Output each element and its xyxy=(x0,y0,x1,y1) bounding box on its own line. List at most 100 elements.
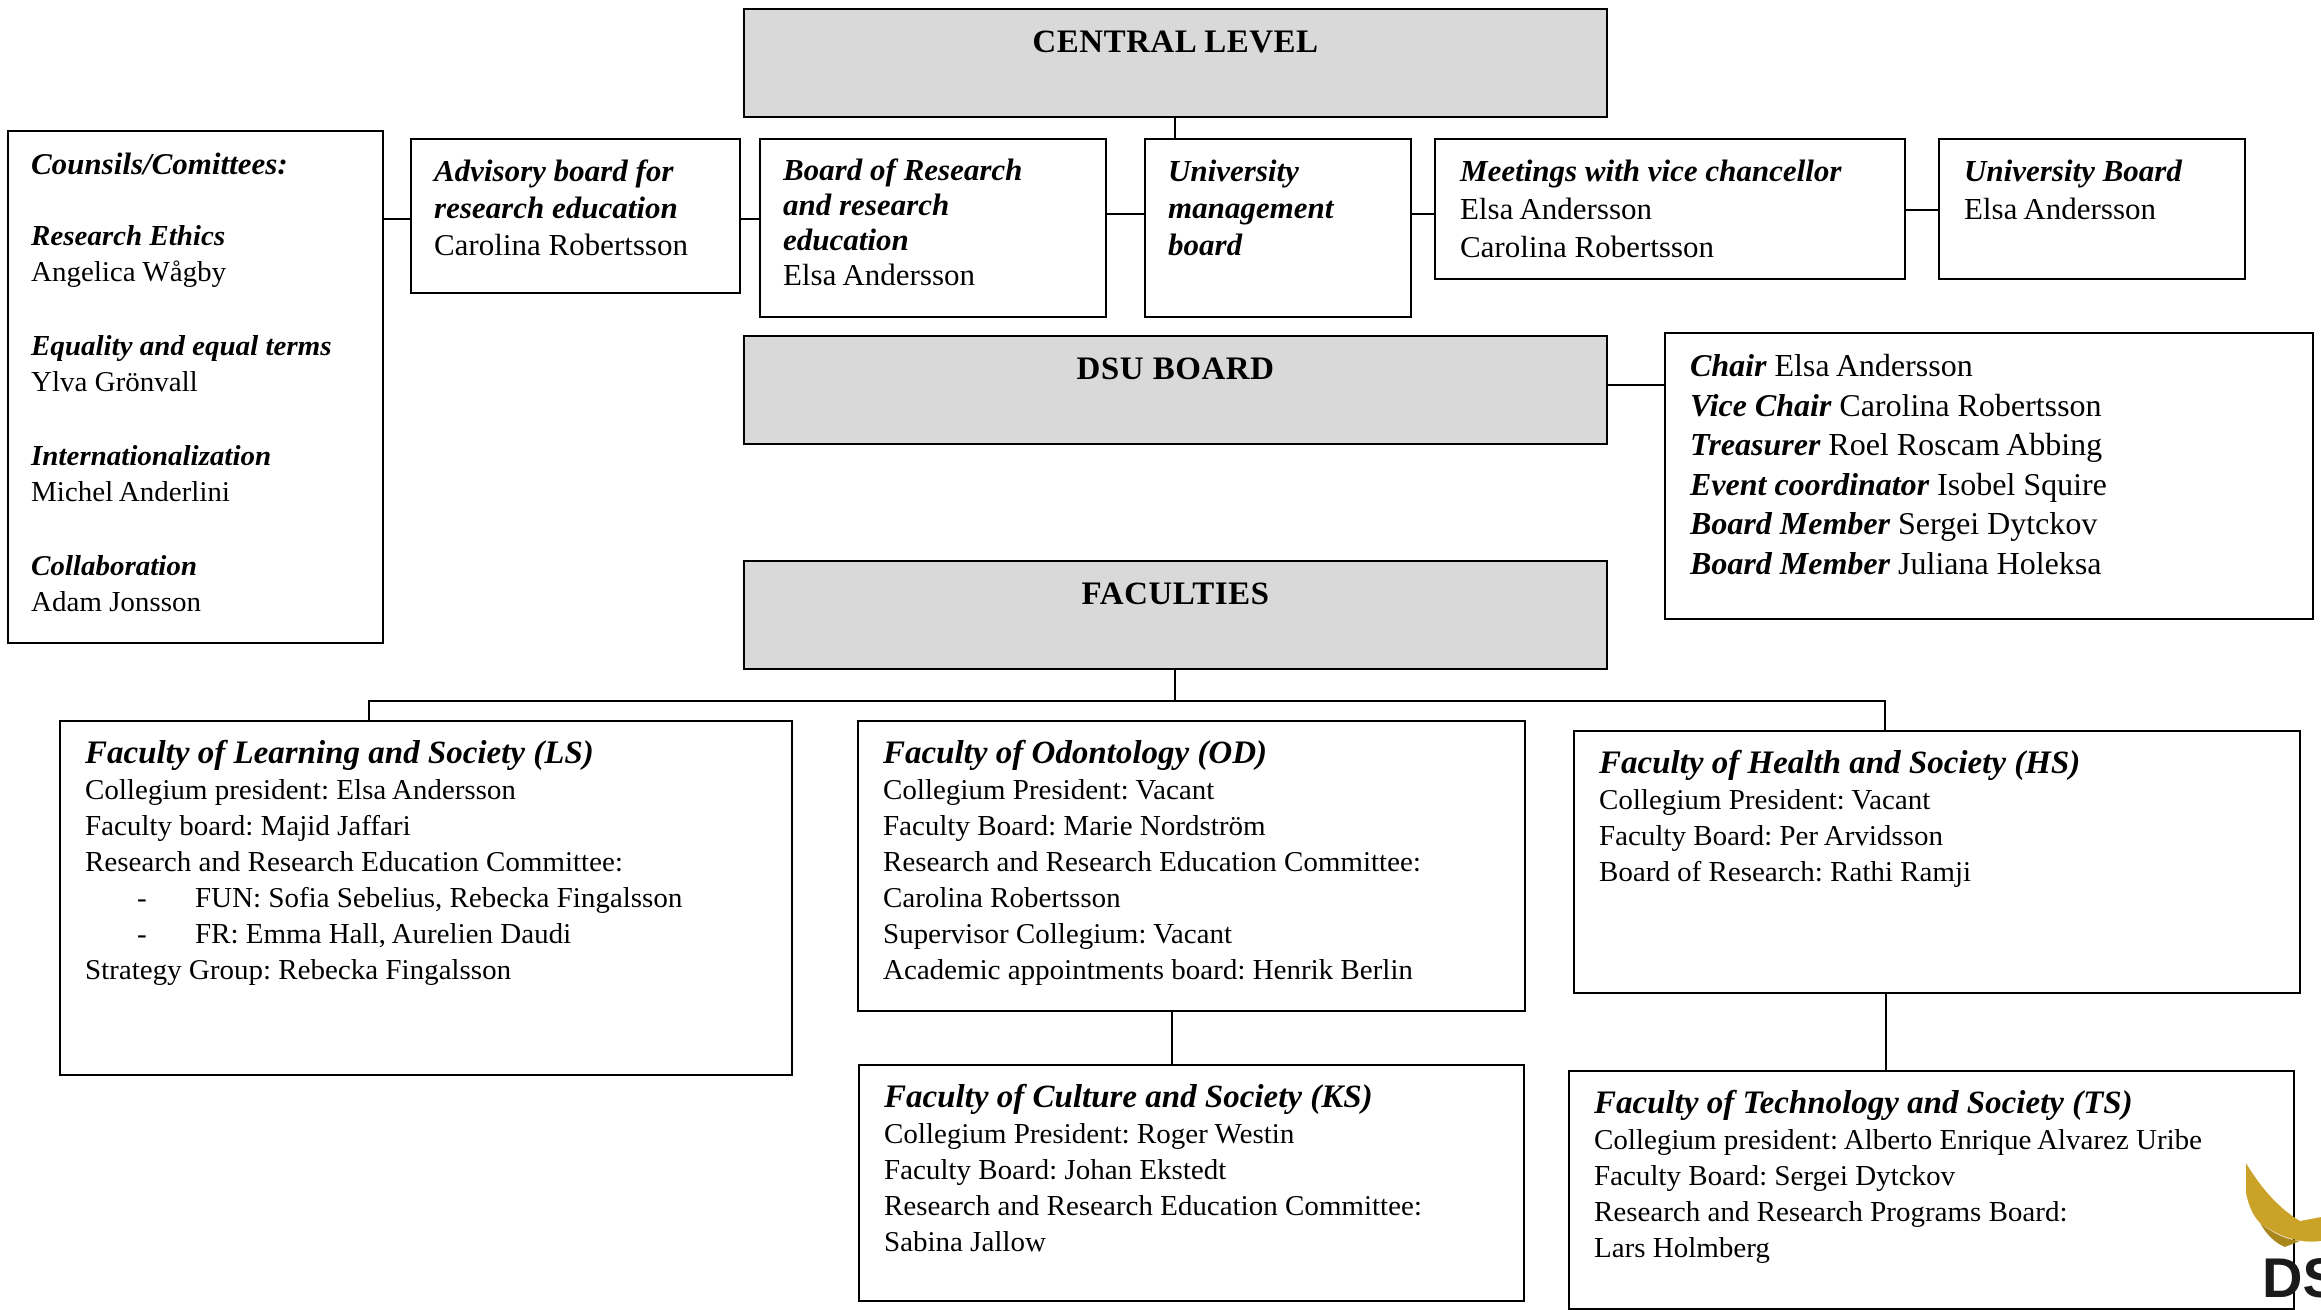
faculty-ls-bullet: - FUN: Sofia Sebelius, Rebecka Fingalsson xyxy=(85,880,767,916)
dsu-board-title: DSU BOARD xyxy=(1076,351,1275,387)
university-board-box: University Board Elsa Andersson xyxy=(1938,138,2246,280)
faculty-ls-title: Faculty of Learning and Society (LS) xyxy=(85,735,594,771)
connector-hs-ts xyxy=(1885,992,1887,1072)
bullet-text: FUN: Sofia Sebelius, Rebecka Fingalsson xyxy=(195,882,683,914)
connector-councils-advisory xyxy=(382,218,412,220)
faculty-hs-box: Faculty of Health and Society (HS) Colle… xyxy=(1573,730,2301,994)
faculty-ks-title: Faculty of Culture and Society (KS) xyxy=(884,1079,1373,1115)
dsu-member-name: Roel Roscam Abbing xyxy=(1828,426,2103,462)
faculty-hs-line: Collegium President: Vacant xyxy=(1599,784,1931,816)
dsu-member-name: Juliana Holeksa xyxy=(1898,544,2102,581)
board-research-box: Board of Research and research education… xyxy=(759,138,1107,318)
bullet-dash: - xyxy=(137,918,147,950)
dsu-member: Chair Elsa Andersson xyxy=(1690,346,2288,386)
connector-advisory-research xyxy=(740,218,760,220)
faculties-title: FACULTIES xyxy=(1081,576,1270,612)
dsu-logo-text: DS xyxy=(2262,1246,2321,1303)
central-level-box: CENTRAL LEVEL xyxy=(743,8,1608,118)
connector-research-mgmt xyxy=(1106,213,1146,215)
dsu-logo-mark: DS xyxy=(2246,1163,2321,1303)
council-title: Internationalization xyxy=(31,440,272,472)
dsu-member-name: Isobel Squire xyxy=(1937,465,2107,502)
university-board-person: Elsa Andersson xyxy=(1964,191,2157,226)
univ-mgmt-box: University management board xyxy=(1144,138,1412,318)
faculties-box: FACULTIES xyxy=(743,560,1608,670)
connector-branch-hs xyxy=(1884,700,1886,732)
faculty-hs-line: Board of Research: Rathi Ramji xyxy=(1599,856,1972,888)
faculty-od-line: Collegium President: Vacant xyxy=(883,774,1215,806)
dsu-member-role: Treasurer xyxy=(1690,426,1821,462)
dsu-member-role: Vice Chair xyxy=(1690,386,1832,423)
univ-mgmt-title-3: board xyxy=(1168,227,1243,262)
vice-chancellor-person-1: Elsa Andersson xyxy=(1460,191,1653,226)
faculty-ts-line: Lars Holmberg xyxy=(1594,1232,1770,1264)
faculty-ks-line: Collegium President: Roger Westin xyxy=(884,1118,1295,1150)
vice-chancellor-person-2: Carolina Robertsson xyxy=(1460,229,1714,264)
board-research-title-3: education xyxy=(783,222,909,257)
faculty-ls-line: Collegium president: Elsa Andersson xyxy=(85,774,516,806)
connector-mgmt-vice xyxy=(1410,213,1436,215)
faculty-ls-bullet: - FR: Emma Hall, Aurelien Daudi xyxy=(85,916,767,952)
vice-chancellor-box: Meetings with vice chancellor Elsa Ander… xyxy=(1434,138,1906,280)
faculty-ts-line: Collegium president: Alberto Enrique Alv… xyxy=(1594,1124,2203,1156)
faculty-od-box: Faculty of Odontology (OD) Collegium Pre… xyxy=(857,720,1526,1012)
faculty-ks-line: Sabina Jallow xyxy=(884,1226,1046,1258)
dsu-member-role: Chair xyxy=(1690,347,1767,383)
university-board-title: University Board xyxy=(1964,153,2182,188)
faculty-od-line: Faculty Board: Marie Nordström xyxy=(883,810,1266,842)
council-title: Research Ethics xyxy=(31,220,226,252)
connector-branch-ls xyxy=(368,700,370,722)
dsu-member: Board Member Sergei Dytckov xyxy=(1690,504,2288,544)
univ-mgmt-title-2: management xyxy=(1168,190,1334,225)
vice-chancellor-title: Meetings with vice chancellor xyxy=(1460,153,1842,188)
faculty-ts-title: Faculty of Technology and Society (TS) xyxy=(1594,1085,2133,1121)
connector-central-down xyxy=(1174,118,1176,140)
dsu-member: Event coordinator Isobel Squire xyxy=(1690,465,2288,505)
dsu-member-name: Sergei Dytckov xyxy=(1898,505,2098,541)
central-level-title: CENTRAL LEVEL xyxy=(1032,24,1319,60)
council-title: Collaboration xyxy=(31,550,197,582)
dsu-member-role: Board Member xyxy=(1690,544,1890,581)
faculty-od-line: Carolina Robertsson xyxy=(883,882,1121,914)
dsu-logo: DS xyxy=(2240,1163,2321,1303)
bullet-dash: - xyxy=(137,882,147,914)
dsu-member-name: Elsa Andersson xyxy=(1774,347,1973,383)
councils-heading: Counsils/Comittees: xyxy=(31,146,288,181)
council-person: Adam Jonsson xyxy=(31,586,201,618)
board-research-title-2: and research xyxy=(783,187,950,222)
univ-mgmt-title-1: University xyxy=(1168,153,1299,188)
council-person: Angelica Wågby xyxy=(31,256,227,288)
faculty-ts-box: Faculty of Technology and Society (TS) C… xyxy=(1568,1070,2295,1310)
faculty-ks-line: Research and Research Education Committe… xyxy=(884,1190,1422,1222)
bullet-text: FR: Emma Hall, Aurelien Daudi xyxy=(195,918,572,950)
council-title: Equality and equal terms xyxy=(31,330,332,362)
connector-od-ks xyxy=(1171,1010,1173,1066)
connector-vice-univ xyxy=(1904,209,1940,211)
faculty-ls-box: Faculty of Learning and Society (LS) Col… xyxy=(59,720,793,1076)
dsu-member-role: Board Member xyxy=(1690,505,1890,541)
dsu-member: Treasurer Roel Roscam Abbing xyxy=(1690,425,2288,465)
faculty-ts-line: Research and Research Programs Board: xyxy=(1594,1196,2068,1228)
board-research-person: Elsa Andersson xyxy=(783,257,976,292)
faculty-ks-box: Faculty of Culture and Society (KS) Coll… xyxy=(858,1064,1525,1302)
connector-faculties-branch xyxy=(368,700,1886,702)
faculty-ts-line: Faculty Board: Sergei Dytckov xyxy=(1594,1160,1956,1192)
faculty-od-line: Research and Research Education Committe… xyxy=(883,846,1421,878)
dsu-board-box: DSU BOARD xyxy=(743,335,1608,445)
advisory-board-title-2: research education xyxy=(434,190,678,225)
connector-dsu-members xyxy=(1606,384,1666,386)
advisory-board-person: Carolina Robertsson xyxy=(434,227,688,262)
faculty-od-line: Academic appointments board: Henrik Berl… xyxy=(883,954,1413,986)
dsu-member: Vice Chair Carolina Robertsson xyxy=(1690,386,2288,426)
faculty-od-title: Faculty of Odontology (OD) xyxy=(883,735,1268,771)
councils-box: Counsils/Comittees: Research Ethics Ange… xyxy=(7,130,384,644)
advisory-board-title-1: Advisory board for xyxy=(434,153,674,188)
faculty-ls-line: Research and Research Education Committe… xyxy=(85,846,623,878)
dsu-members-box: Chair Elsa Andersson Vice Chair Carolina… xyxy=(1664,332,2314,620)
council-person: Michel Anderlini xyxy=(31,476,230,508)
dsu-member-name: Carolina Robertsson xyxy=(1839,386,2102,423)
faculty-hs-line: Faculty Board: Per Arvidsson xyxy=(1599,820,1943,852)
advisory-board-box: Advisory board for research education Ca… xyxy=(410,138,741,294)
dsu-member: Board Member Juliana Holeksa xyxy=(1690,544,2288,584)
faculty-od-line: Supervisor Collegium: Vacant xyxy=(883,918,1233,950)
